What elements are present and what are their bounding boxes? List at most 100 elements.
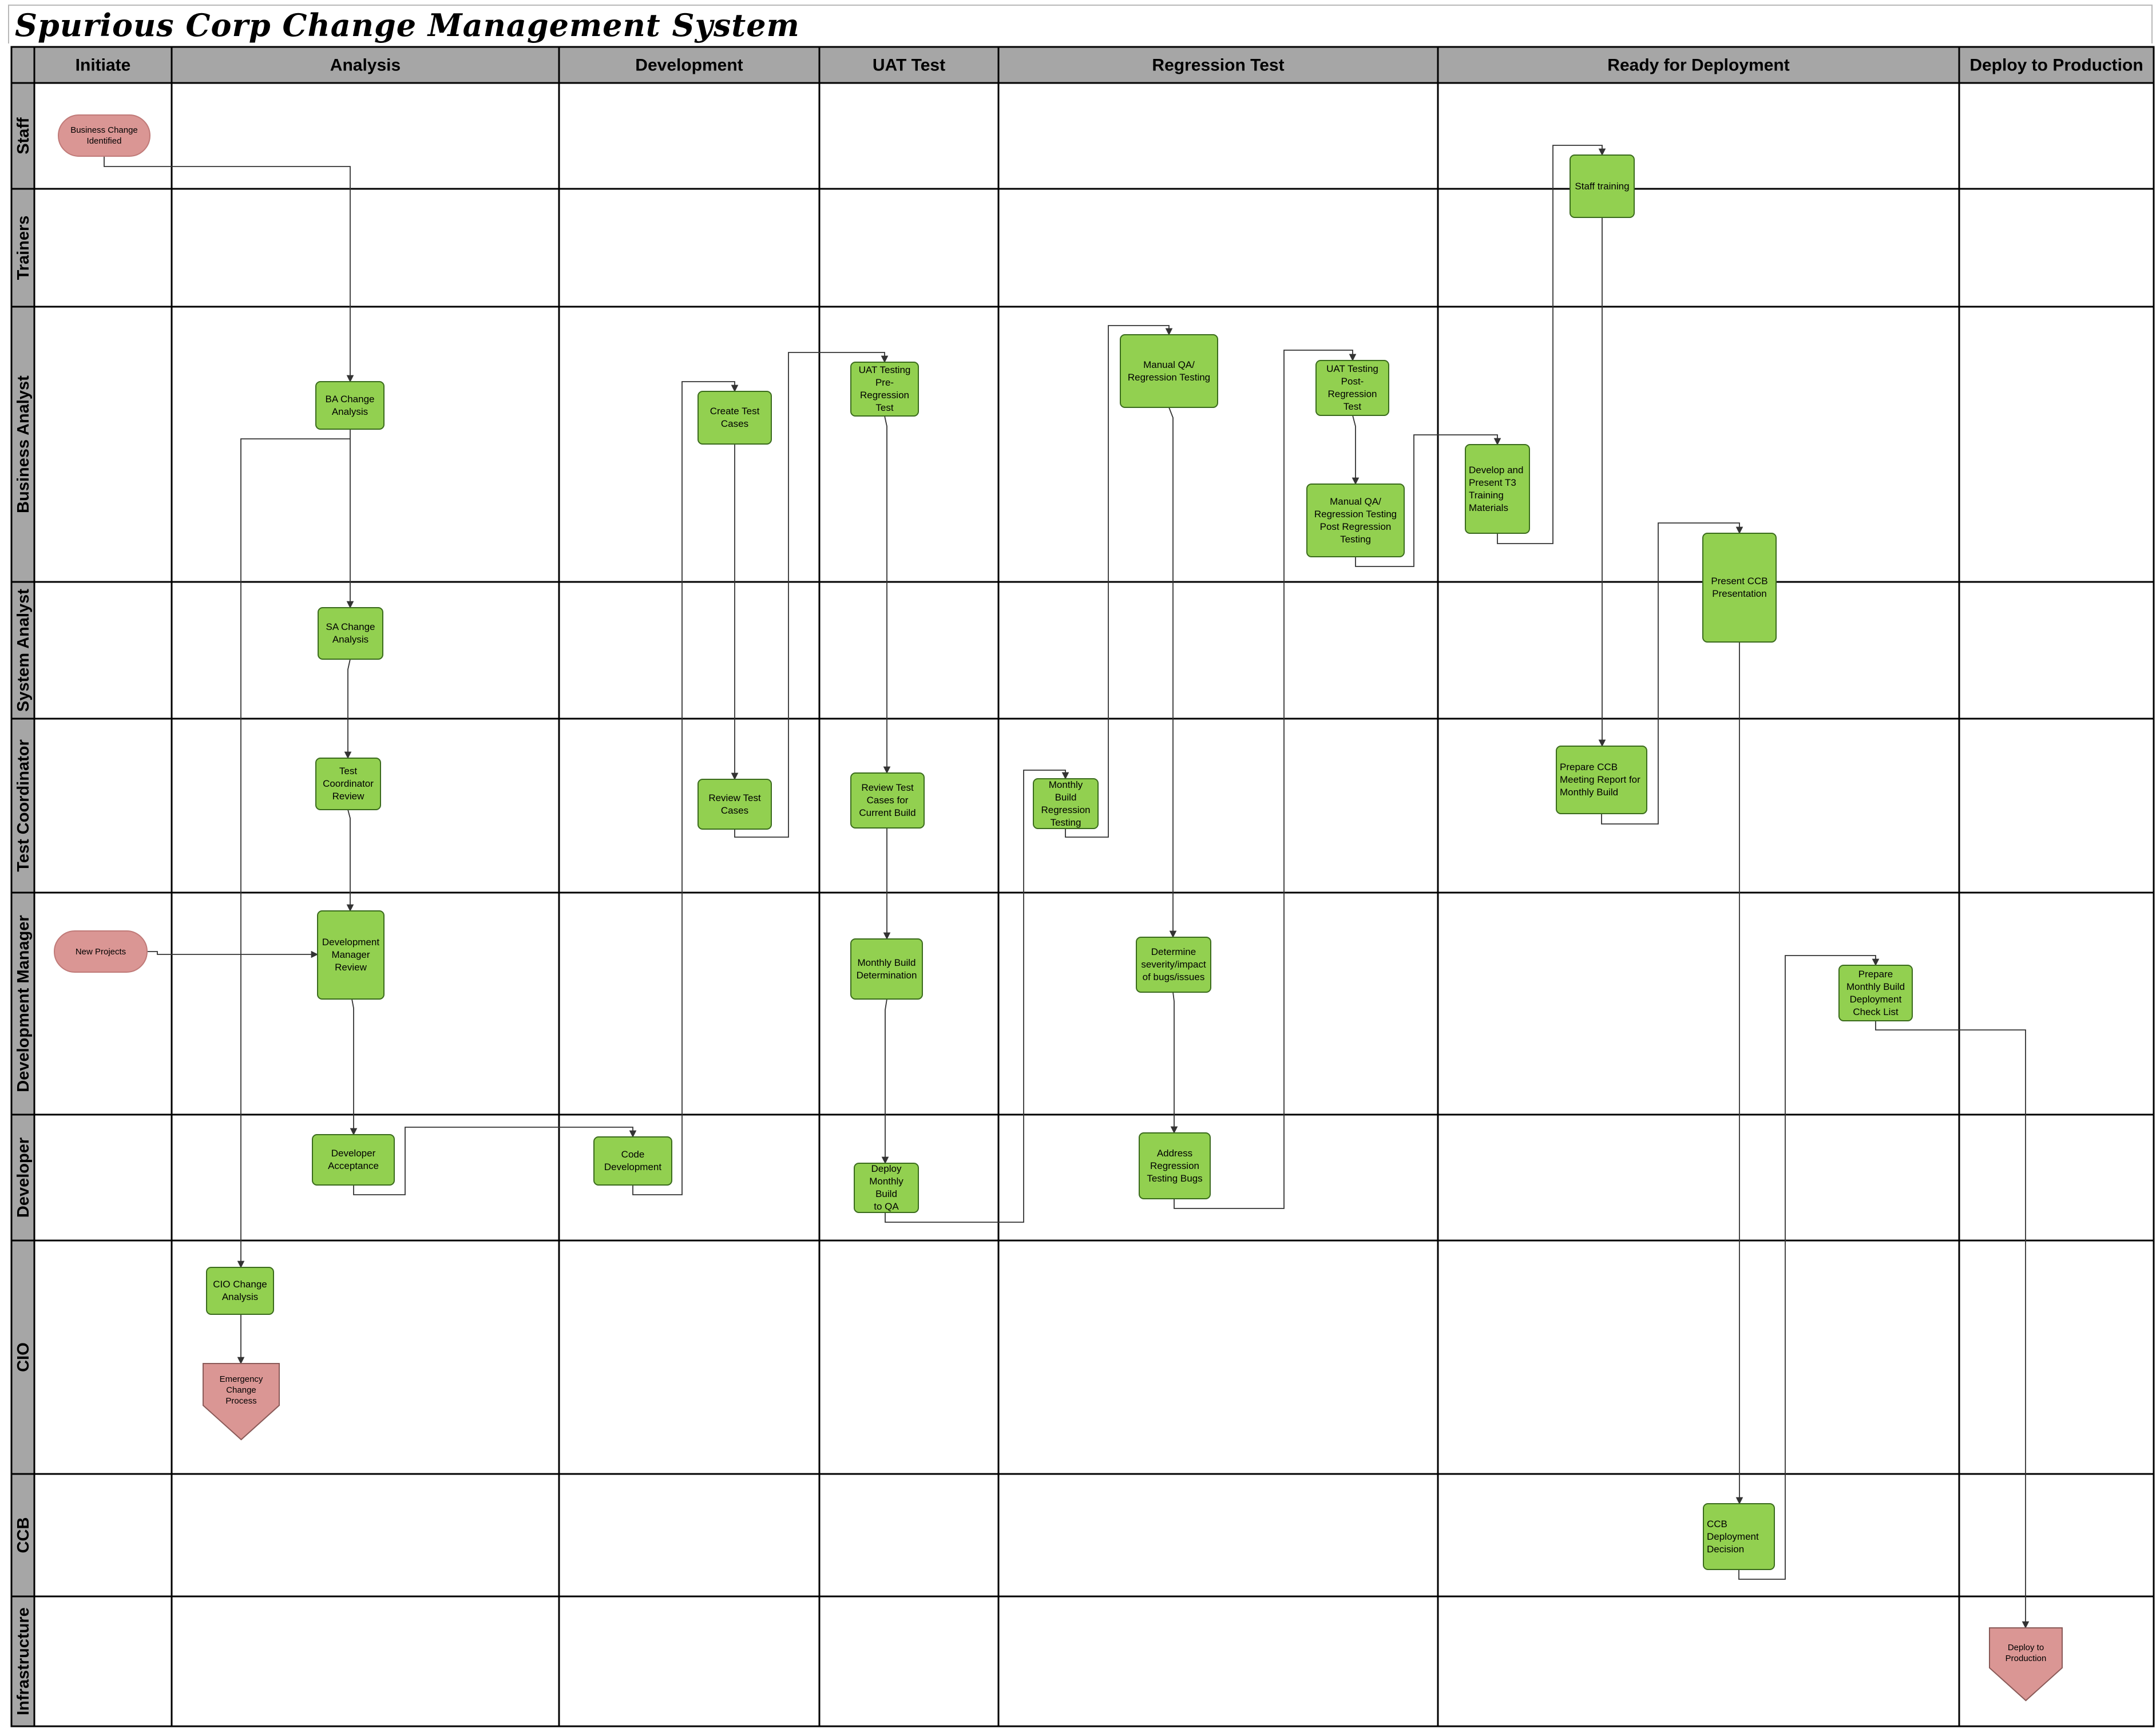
address-regression-bugs-shape — [1139, 1132, 1211, 1199]
business-change-identified-shape — [58, 114, 150, 157]
develop-present-t3-shape — [1465, 444, 1530, 534]
lane-cell — [818, 1239, 1000, 1475]
test-coordinator-review-label: Test Coordinator Review — [323, 766, 374, 802]
ba-change-analysis-label: BA Change Analysis — [325, 393, 375, 417]
lane-cell — [171, 306, 560, 583]
column-label: Analysis — [330, 56, 401, 75]
lane-label: Infrastructure — [14, 1607, 33, 1715]
present-ccb-presentation-shape — [1702, 533, 1777, 643]
lane-cell — [171, 188, 560, 308]
development-manager-review-shape — [317, 910, 385, 1000]
test-coordinator-review-shape — [315, 758, 381, 810]
lane-header-2 — [10, 306, 35, 583]
lane-cell — [33, 1113, 173, 1242]
determine-severity-label: Determine severity/impact of bugs/issues — [1141, 946, 1206, 982]
developer-acceptance-shape — [312, 1134, 395, 1186]
uat-testing-pre-regression-label: UAT Testing Pre-Regression Test — [858, 364, 911, 413]
lane-cell — [818, 82, 1000, 190]
page-title: Spurious Corp Change Management System — [15, 7, 800, 43]
lane-cell — [1437, 718, 1960, 894]
lane-cell — [558, 718, 821, 894]
connector-arrow — [353, 1127, 637, 1195]
connector-arrow — [1497, 145, 1606, 544]
lane-cell — [33, 306, 173, 583]
manual-qa-post-regression-label: Manual QA/ Regression Testing Post Regre… — [1314, 496, 1397, 545]
lane-cell — [1437, 82, 1960, 190]
connector-arrow — [147, 950, 319, 958]
developer-acceptance-label: Developer Acceptance — [328, 1148, 379, 1171]
address-regression-bugs-label: Address Regression Testing Bugs — [1147, 1147, 1203, 1184]
connector-arrow — [1601, 522, 1743, 825]
connector-arrow — [883, 415, 891, 774]
uat-testing-pre-regression-shape — [850, 362, 919, 417]
lane-cell — [33, 581, 173, 720]
lane-cell — [997, 82, 1439, 190]
connector-arrow — [344, 659, 352, 759]
connector-arrow — [1174, 350, 1357, 1209]
lane-cell — [171, 1473, 560, 1598]
staff-training-label: Staff training — [1575, 180, 1630, 192]
lane-cell — [1437, 1473, 1960, 1598]
lane-cell — [818, 1595, 1000, 1727]
create-test-cases-label: Create Test Cases — [710, 406, 760, 429]
corner-cell — [10, 46, 35, 84]
lane-label: Test Coordinator — [14, 739, 33, 871]
cio-change-analysis-label: CIO Change Analysis — [213, 1279, 267, 1302]
column-header-0 — [33, 46, 173, 84]
prepare-deployment-checklist-label: Prepare Monthly Build Deployment Check L… — [1846, 968, 1905, 1017]
emergency-change-process-shape — [203, 1363, 280, 1441]
lane-cell — [818, 891, 1000, 1116]
development-manager-review-label: Development Manager Review — [322, 937, 380, 973]
lane-cell — [171, 82, 560, 190]
lane-label: Developer — [14, 1138, 33, 1218]
lane-label: System Analyst — [14, 589, 33, 712]
lane-cell — [1958, 718, 2155, 894]
column-label: Ready for Deployment — [1607, 56, 1789, 75]
uat-testing-post-regression-shape — [1315, 360, 1389, 416]
deploy-monthly-build-qa-shape — [854, 1163, 919, 1213]
lane-cell — [997, 1473, 1439, 1598]
lane-cell — [1958, 188, 2155, 308]
connector-arrow — [1738, 955, 1880, 1580]
lane-cell — [33, 1473, 173, 1598]
monthly-build-determination-label: Monthly Build Determination — [856, 957, 917, 981]
column-header-6 — [1958, 46, 2155, 84]
lane-cell — [558, 188, 821, 308]
monthly-build-regression-testing-shape — [1033, 778, 1099, 829]
determine-severity-shape — [1136, 937, 1211, 993]
lane-cell — [1437, 1595, 1960, 1727]
lane-cell — [1437, 188, 1960, 308]
cio-change-analysis-shape — [206, 1267, 274, 1315]
lane-cell — [997, 581, 1439, 720]
column-label: Deploy to Production — [1969, 56, 2143, 75]
lane-cell — [997, 188, 1439, 308]
column-label: Initiate — [76, 56, 131, 75]
lane-cell — [558, 306, 821, 583]
new-projects-label: New Projects — [75, 946, 126, 957]
lane-label: Business Analyst — [14, 375, 33, 513]
connector-arrow — [1168, 407, 1177, 938]
review-test-cases-label: Review Test Cases — [708, 792, 761, 816]
lane-cell — [818, 306, 1000, 583]
lane-cell — [558, 82, 821, 190]
deploy-to-production-shape — [1989, 1627, 2063, 1702]
code-development-label: Code Development — [604, 1149, 662, 1172]
column-header-3 — [818, 46, 1000, 84]
uat-testing-post-regression-label: UAT Testing Post-Regression Test — [1326, 363, 1378, 412]
business-change-identified-label: Business Change Identified — [70, 125, 138, 146]
connector-arrow — [885, 770, 1069, 1223]
create-test-cases-shape — [697, 391, 772, 445]
lane-cell — [1958, 1113, 2155, 1242]
lane-cell — [33, 891, 173, 1116]
ba-change-analysis-shape — [315, 381, 385, 430]
lane-label: Development Manager — [14, 915, 33, 1092]
manual-qa-regression-shape — [1120, 334, 1218, 408]
lane-cell — [1958, 581, 2155, 720]
lane-cell — [997, 1113, 1439, 1242]
lane-cell — [1958, 1473, 2155, 1598]
connector-arrow — [1170, 992, 1178, 1134]
lane-cell — [558, 891, 821, 1116]
staff-training-shape — [1570, 154, 1635, 218]
lane-cell — [558, 1239, 821, 1475]
